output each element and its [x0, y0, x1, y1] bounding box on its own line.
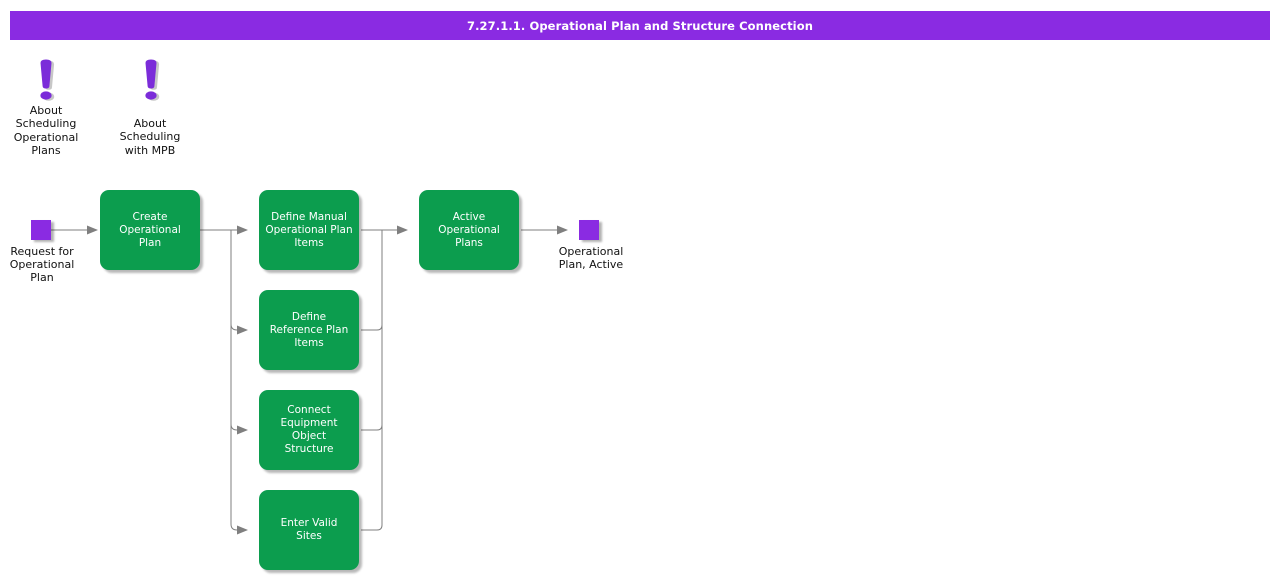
task-define-manual-operational-plan-items[interactable]: Define Manual Operational Plan Items	[259, 190, 359, 270]
task-enter-valid-sites[interactable]: Enter Valid Sites	[259, 490, 359, 570]
page-title: 7.27.1.1. Operational Plan and Structure…	[466, 18, 814, 33]
end-event-marker	[579, 220, 599, 240]
task-connect-equipment-object-structure[interactable]: Connect Equipment Object Structure	[259, 390, 359, 470]
task-create-operational-plan[interactable]: Create Operational Plan	[100, 190, 200, 270]
diagram-title-bar: 7.27.1.1. Operational Plan and Structure…	[10, 11, 1270, 40]
end-event-label: Operational Plan, Active	[558, 245, 624, 272]
exclamation-icon[interactable]	[136, 59, 166, 103]
start-event-marker	[31, 220, 51, 240]
note-link-about-scheduling-operational-plans[interactable]: About Scheduling Operational Plans	[13, 104, 79, 158]
task-define-reference-plan-items[interactable]: Define Reference Plan Items	[259, 290, 359, 370]
exclamation-icon[interactable]	[31, 59, 61, 103]
start-event-label: Request for Operational Plan	[9, 245, 75, 285]
note-link-about-scheduling-with-mpb[interactable]: About Scheduling with MPB	[119, 117, 181, 157]
task-active-operational-plans[interactable]: Active Operational Plans	[419, 190, 519, 270]
